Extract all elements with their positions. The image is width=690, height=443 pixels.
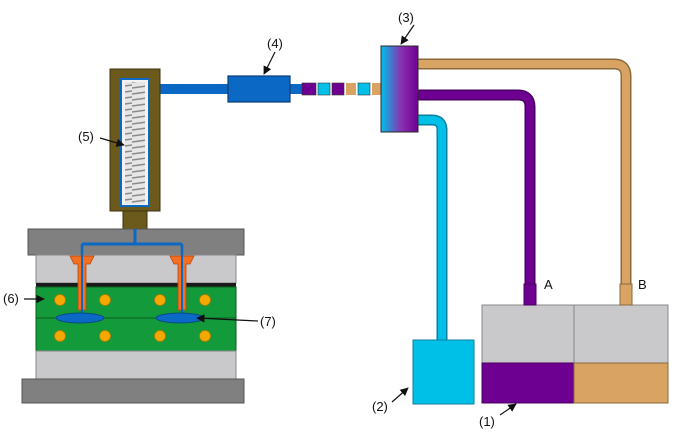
segmented-feed [301, 82, 382, 96]
port-a-connector [523, 283, 537, 306]
arrow-icon [499, 403, 517, 416]
label-mold-plate: (6) [3, 291, 19, 306]
label-supply-unit: (1) [479, 414, 495, 429]
screw-barrel [109, 68, 161, 230]
mixing-head [380, 45, 419, 133]
label-screw-barrel: (5) [78, 129, 94, 144]
arrow-icon [263, 51, 276, 75]
label-static-mixer: (4) [267, 36, 283, 51]
arrow-icon [99, 137, 125, 147]
arrow-icon [391, 387, 409, 403]
static-mixer [227, 75, 291, 103]
arrow-icon [400, 24, 415, 45]
label-cavity: (7) [260, 314, 276, 329]
supply-unit [481, 283, 669, 404]
cavity [55, 312, 205, 324]
pipes [160, 58, 632, 340]
port-b-connector [619, 283, 633, 306]
mold [21, 228, 245, 404]
leader-arrows [24, 24, 517, 416]
component-b-reservoir [573, 362, 669, 404]
label-cyan-tank: (2) [372, 399, 388, 414]
arrow-icon [196, 314, 259, 323]
cyan-tank [412, 339, 475, 405]
bottom-clamp-plate [21, 378, 245, 404]
labels: (3) (4) (5) (6) (7) (2) (1) A B [3, 10, 647, 429]
component-a-reservoir [481, 362, 575, 404]
pipe-blue-output [160, 84, 230, 94]
cooling-channels [54, 294, 211, 342]
label-mixing-head: (3) [398, 10, 414, 25]
screw-icon [125, 82, 145, 204]
label-port-a: A [544, 277, 553, 292]
label-port-b: B [638, 277, 647, 292]
